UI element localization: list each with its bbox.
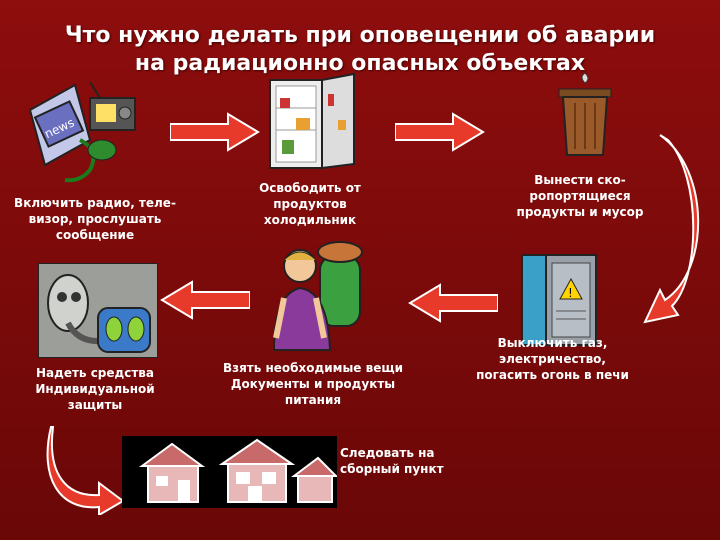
tv-radio-icon: news xyxy=(28,81,136,183)
page-title: Что нужно делать при оповещении об авари… xyxy=(64,23,656,76)
arrow-right-icon xyxy=(170,112,260,152)
arrow-left-icon xyxy=(160,280,250,320)
electric-panel-icon: ! xyxy=(521,254,597,346)
step-1-label: Включить радио, теле-визор, прослушать с… xyxy=(14,196,176,242)
step-3-label: Вынести ско-ропортящиеся продукты и мусо… xyxy=(516,173,644,219)
trash-bin-icon xyxy=(558,72,612,156)
fridge-icon xyxy=(269,72,355,170)
backpack-person-icon xyxy=(272,241,363,351)
step-4-label: Выключить газ, электричество, погасить о… xyxy=(476,336,629,382)
arrow-right-icon xyxy=(395,112,485,152)
step-2-label: Освободить от продуктов холодильник xyxy=(259,181,361,227)
svg-text:!: ! xyxy=(568,286,573,300)
arrow-left-icon xyxy=(408,283,498,323)
step-5-label: Взять необходимые вещи Документы и проду… xyxy=(222,361,404,407)
curved-arrow-right-icon xyxy=(46,426,125,515)
step-7-label: Следовать на сборный пункт xyxy=(340,446,444,476)
gas-mask-icon xyxy=(38,263,158,358)
houses-icon xyxy=(122,436,337,508)
step-6-label: Надеть средства Индивидуальной защиты xyxy=(35,366,155,412)
curved-arrow-down-icon xyxy=(643,134,700,324)
